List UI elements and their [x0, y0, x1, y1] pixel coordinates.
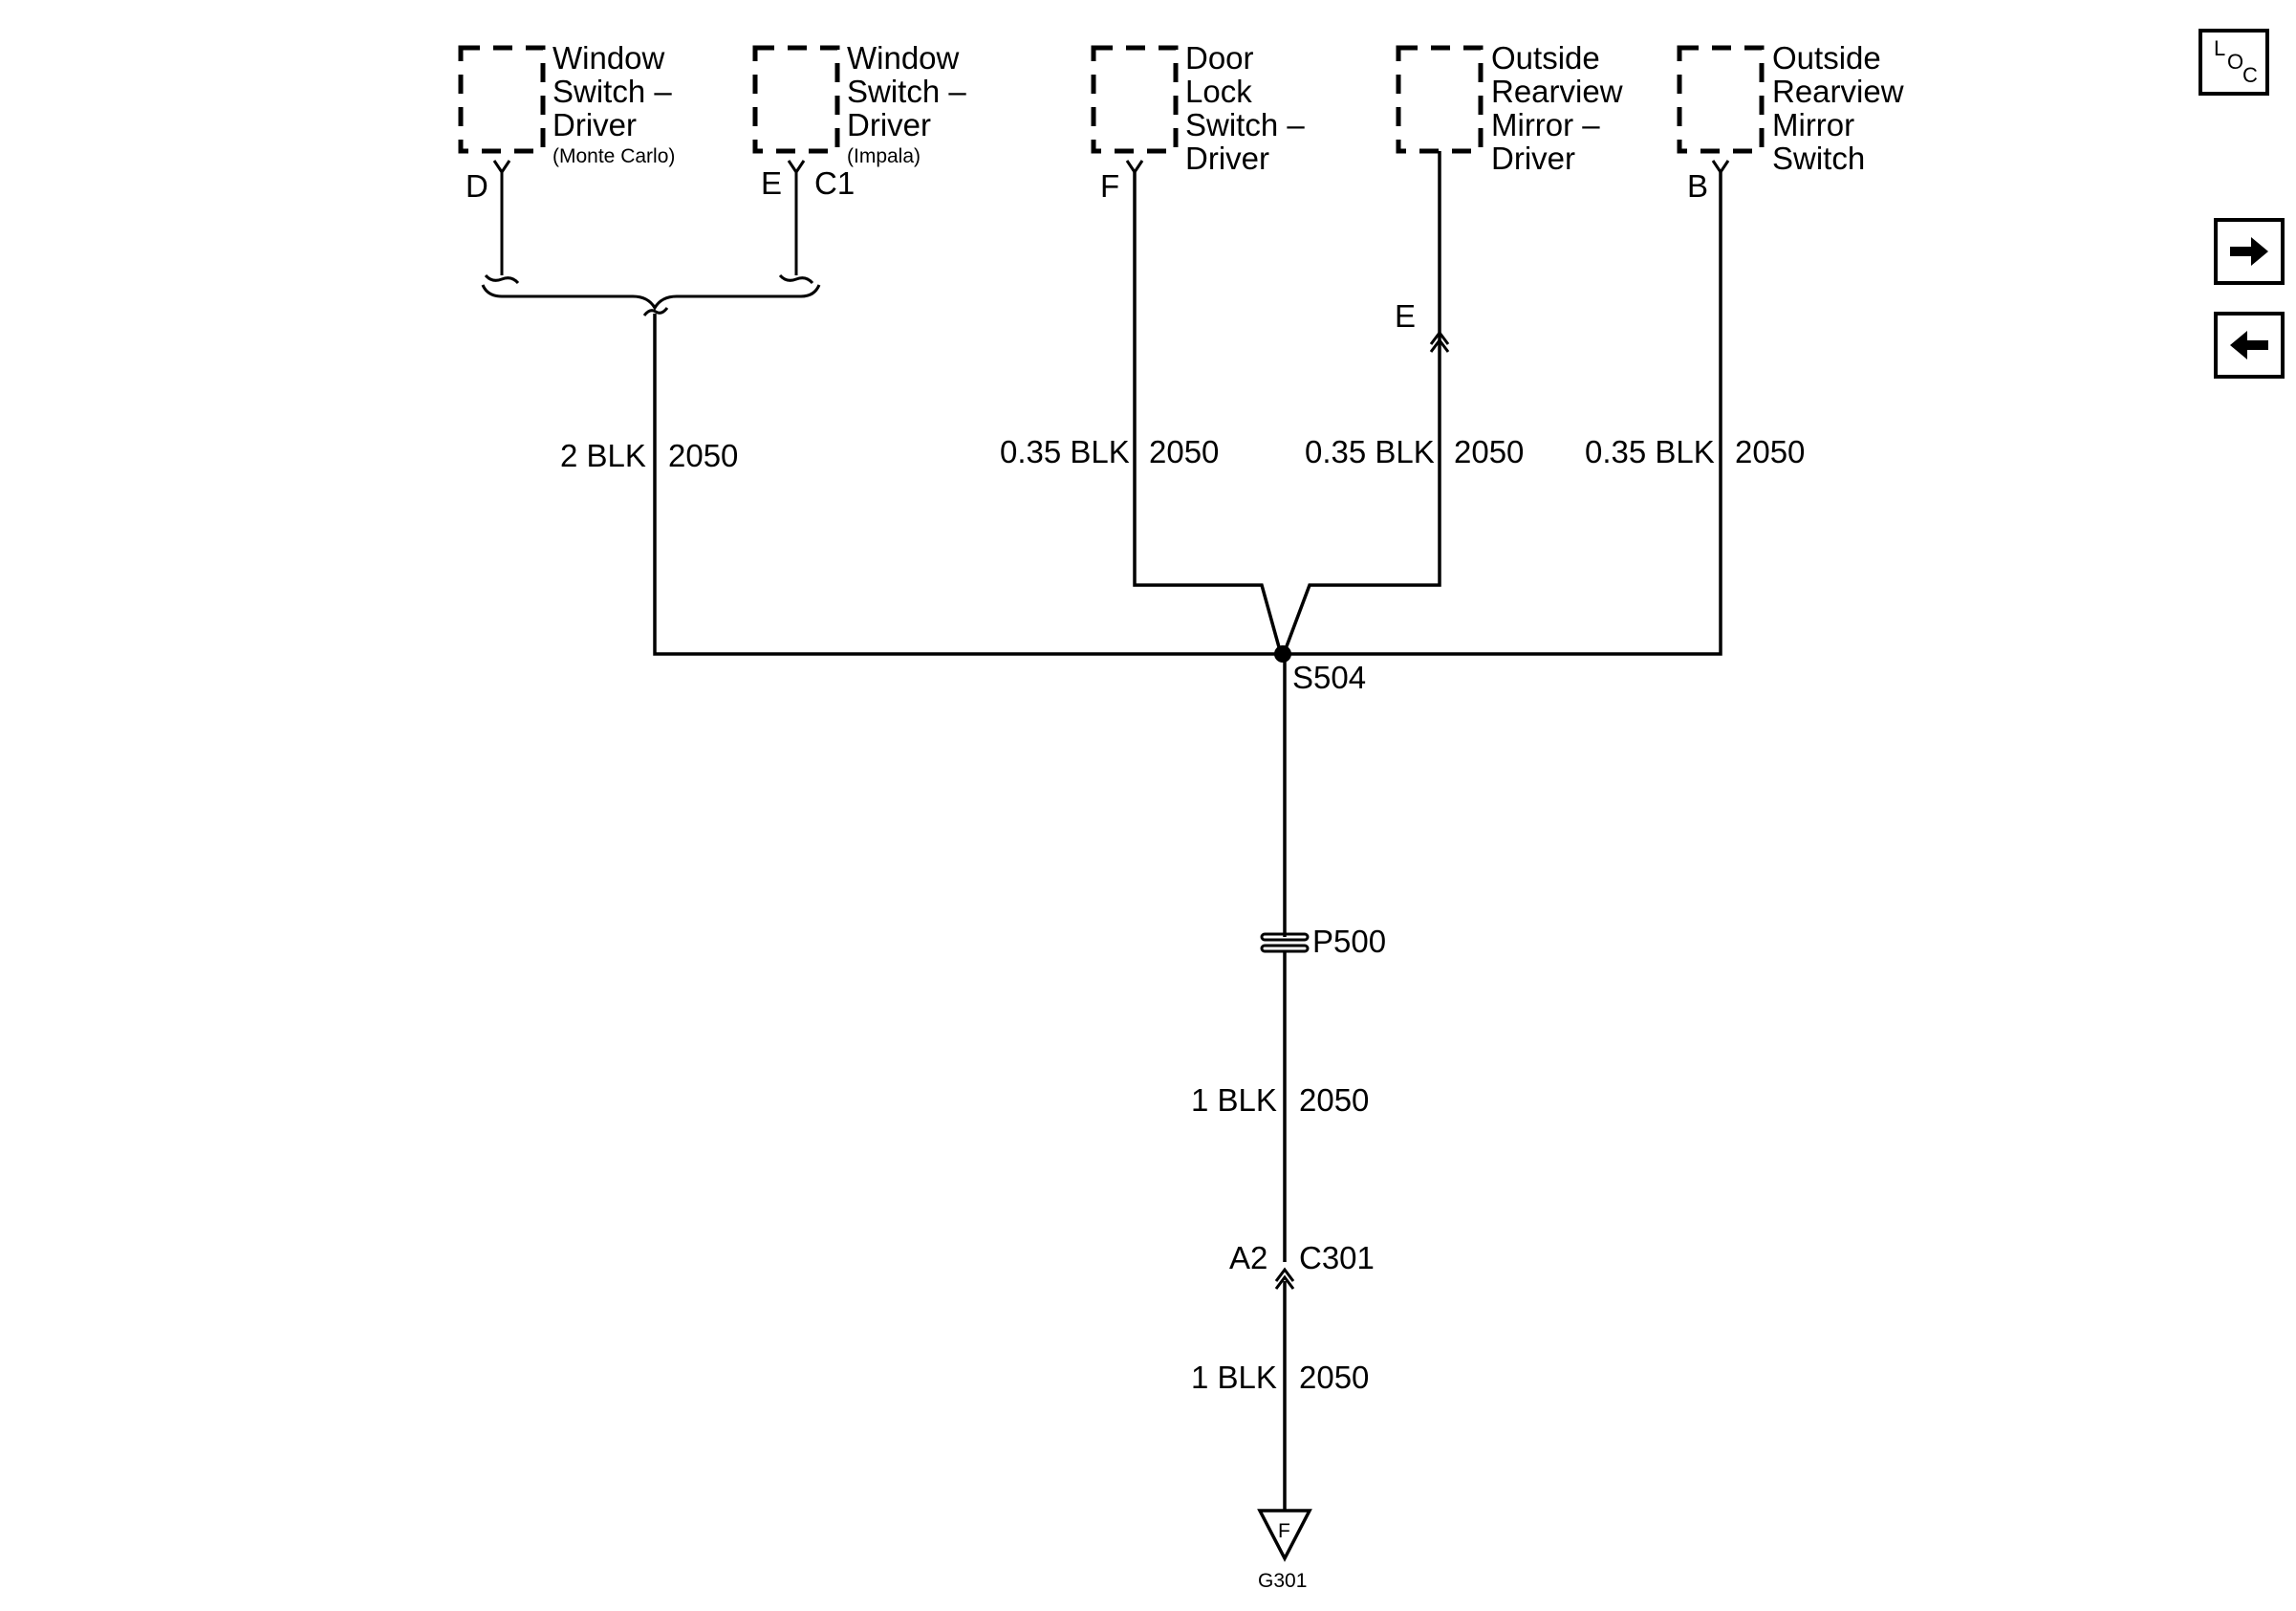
wire-window-switch — [653, 314, 1281, 656]
outside-mirror-box — [1396, 45, 1484, 154]
wire-mirror — [1282, 151, 1441, 655]
wire-trunk-lower-circuit: 2050 — [1299, 1360, 1369, 1395]
wire-mirror-size: 0.35 BLK — [1305, 434, 1435, 469]
connector-pin-label: A2 — [1229, 1240, 1267, 1275]
connector-name-label: C301 — [1299, 1240, 1375, 1275]
window-switch-impala-box — [752, 45, 840, 154]
inline-connector-e — [1429, 330, 1450, 353]
inline-connector-e-label: E — [1395, 298, 1416, 334]
window-switch-impala-label: Window Switch – Driver — [847, 40, 975, 142]
pass-through-label: P500 — [1312, 924, 1386, 959]
door-lock-switch-label: Door Lock Switch – Driver — [1185, 40, 1313, 176]
arrow-left-icon — [2230, 331, 2268, 359]
window-switch-monte-carlo-box — [458, 45, 546, 154]
option-break-left — [484, 273, 520, 285]
wire-mirror-circuit: 2050 — [1454, 434, 1524, 469]
pin-terminal-b — [1711, 160, 1730, 175]
wire-trunk-upper-circuit: 2050 — [1299, 1082, 1369, 1118]
pin-label-e: E — [761, 165, 782, 201]
previous-page-button[interactable] — [2214, 312, 2285, 379]
wire-mirror-switch — [1286, 172, 1722, 656]
locator-letter-o: O — [2227, 50, 2244, 74]
ground-label: G301 — [1258, 1570, 1307, 1592]
pass-through-symbol — [1260, 932, 1310, 953]
splice-dot — [1274, 645, 1291, 663]
next-page-button[interactable] — [2214, 218, 2285, 285]
ground-icon — [1257, 1509, 1312, 1562]
locator-letter-l: L — [2214, 36, 2226, 60]
wire-trunk-upper-size: 1 BLK — [1191, 1082, 1277, 1118]
outside-mirror-label: Outside Rearview Mirror – Driver — [1491, 40, 1632, 176]
wire-left-circuit: 2050 — [668, 438, 738, 473]
wire-door-lock — [1133, 172, 1283, 655]
pin-terminal-f — [1125, 160, 1144, 175]
option-break-right — [778, 273, 814, 285]
mirror-switch-label: Outside Rearview Mirror Switch — [1772, 40, 1913, 176]
option-brace-break — [642, 307, 669, 316]
wire-switch-circuit: 2050 — [1735, 434, 1805, 469]
pin-label-f: F — [1100, 168, 1119, 204]
pin-terminal-e-c1 — [787, 160, 806, 275]
door-lock-switch-box — [1091, 45, 1179, 154]
wire-trunk-lower-size: 1 BLK — [1191, 1360, 1277, 1395]
connector-label-c1: C1 — [814, 165, 855, 201]
window-switch-mc-variant: (Monte Carlo) — [552, 145, 675, 167]
locator-button[interactable]: L O C — [2199, 29, 2269, 96]
wire-door-size: 0.35 BLK — [1000, 434, 1130, 469]
wire-door-circuit: 2050 — [1149, 434, 1219, 469]
splice-label: S504 — [1292, 660, 1366, 695]
locator-letter-c: C — [2242, 63, 2258, 87]
pin-terminal-d — [492, 160, 511, 275]
connector-c301-symbol — [1274, 1267, 1295, 1290]
window-switch-impala-variant: (Impala) — [847, 145, 921, 167]
wire-switch-size: 0.35 BLK — [1585, 434, 1715, 469]
pin-label-b: B — [1687, 168, 1708, 204]
option-brace — [481, 284, 821, 311]
window-switch-mc-label: Window Switch – Driver — [552, 40, 681, 142]
ground-letter: F — [1278, 1520, 1290, 1542]
wire-left-size: 2 BLK — [560, 438, 646, 473]
pin-label-d: D — [466, 168, 488, 204]
arrow-right-icon — [2230, 237, 2268, 266]
mirror-switch-box — [1677, 45, 1765, 154]
